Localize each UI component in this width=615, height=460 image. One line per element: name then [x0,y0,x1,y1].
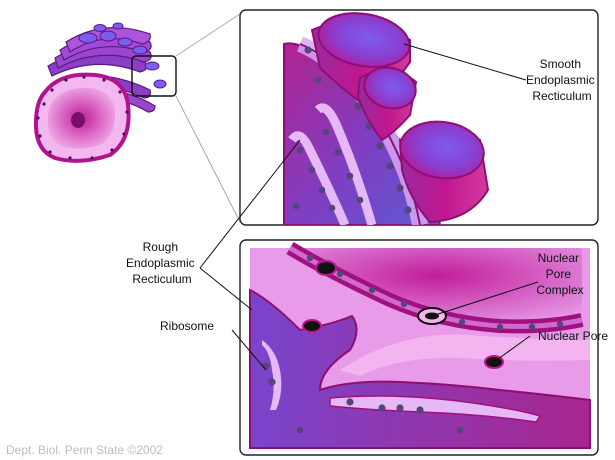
panel-nucleus [239,239,599,456]
cell-overview [33,22,177,163]
label-nuclear-pore: Nuclear Pore [538,329,608,343]
label-ribosome: Ribosome [160,319,214,333]
credit-text: Dept. Biol. Penn State ©2002 [6,443,163,457]
smooth-er-tubes [310,12,490,224]
er-ribosomes-bottom [262,362,464,434]
label-nuclear-pore-complex: Nuclear Pore Complex [536,251,583,297]
label-rough-er: Rough Endoplasmic Recticulum [126,240,198,286]
label-smooth-er: Smooth Endoplasmic Recticulum [526,57,598,103]
er-stack-icon [47,22,167,113]
pore-1 [315,260,337,276]
leader-lines [199,43,539,371]
pore-3 [302,319,322,333]
nucleus-icon [33,72,131,163]
zoom-guides [175,13,241,223]
zoom-box [131,55,177,97]
envelope-ribosomes [306,254,564,331]
panel-smooth-er [239,9,599,226]
